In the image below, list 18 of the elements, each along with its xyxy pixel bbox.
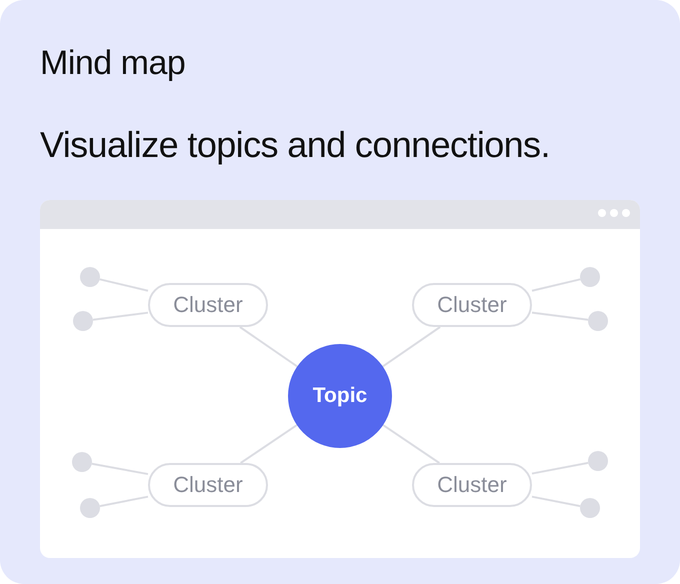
connector-line: [532, 278, 580, 292]
connector-line: [92, 462, 148, 476]
connector-line: [532, 496, 580, 508]
connector-line: [382, 424, 440, 464]
card-title: Mind map: [40, 44, 186, 83]
connector-line: [532, 312, 588, 321]
connector-line: [100, 496, 148, 508]
cluster-node: Cluster: [148, 463, 268, 507]
connector-line: [239, 326, 298, 368]
connector-line: [240, 424, 298, 464]
cluster-node: Cluster: [148, 283, 268, 327]
cluster-node: Cluster: [412, 283, 532, 327]
cluster-node: Cluster: [412, 463, 532, 507]
connector-line: [532, 462, 588, 475]
connector-line: [92, 312, 148, 321]
connector-line: [382, 326, 441, 368]
card-description: Visualize topics and connections.: [40, 124, 550, 166]
connector-line: [100, 278, 148, 292]
